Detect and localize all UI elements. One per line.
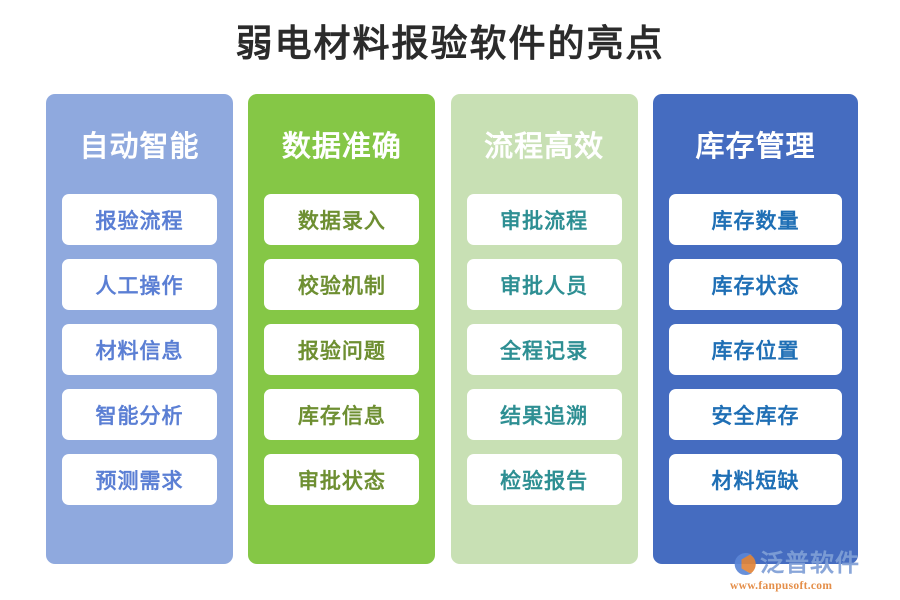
list-item[interactable]: 全程记录 [466,324,622,375]
column-items-automation: 报验流程 人工操作 材料信息 智能分析 预测需求 [62,194,217,564]
fanpu-logo-icon [728,550,756,578]
list-item[interactable]: 智能分析 [62,389,217,440]
list-item[interactable]: 校验机制 [264,259,420,310]
column-header-data-accuracy: 数据准确 [281,131,402,163]
watermark-url: www.fanpusoft.com [730,580,833,592]
list-item[interactable]: 结果追溯 [466,389,622,440]
column-items-data-accuracy: 数据录入 校验机制 报验问题 库存信息 审批状态 [264,194,420,564]
list-item[interactable]: 库存数量 [668,194,842,245]
page-title: 弱电材料报验软件的亮点 [235,24,665,65]
list-item[interactable]: 数据录入 [264,194,420,245]
list-item[interactable]: 材料短缺 [668,454,842,505]
list-item[interactable]: 审批状态 [264,454,420,505]
column-header-automation: 自动智能 [79,131,200,163]
list-item[interactable]: 库存状态 [668,259,842,310]
feature-column-process-efficiency: 流程高效 审批流程 审批人员 全程记录 结果追溯 检验报告 [450,94,638,564]
feature-column-inventory-management: 库存管理 库存数量 库存状态 库存位置 安全库存 材料短缺 [652,94,858,564]
list-item[interactable]: 安全库存 [668,389,842,440]
list-item[interactable]: 材料信息 [62,324,217,375]
column-items-inventory-management: 库存数量 库存状态 库存位置 安全库存 材料短缺 [668,194,842,564]
watermark: 泛普软件 www.fanpusoft.com [728,536,888,592]
list-item[interactable]: 库存信息 [264,389,420,440]
watermark-brand-row: 泛普软件 [728,550,860,578]
feature-columns: 自动智能 报验流程 人工操作 材料信息 智能分析 预测需求 数据准确 数据录入 … [46,94,858,564]
list-item[interactable]: 审批人员 [466,259,622,310]
column-items-process-efficiency: 审批流程 审批人员 全程记录 结果追溯 检验报告 [466,194,622,564]
feature-column-data-accuracy: 数据准确 数据录入 校验机制 报验问题 库存信息 审批状态 [248,94,436,564]
column-header-inventory-management: 库存管理 [695,131,816,163]
list-item[interactable]: 审批流程 [466,194,622,245]
feature-column-automation: 自动智能 报验流程 人工操作 材料信息 智能分析 预测需求 [46,94,233,564]
list-item[interactable]: 预测需求 [62,454,217,505]
watermark-brand-text: 泛普软件 [760,551,860,577]
list-item[interactable]: 人工操作 [62,259,217,310]
list-item[interactable]: 报验流程 [62,194,217,245]
list-item[interactable]: 库存位置 [668,324,842,375]
list-item[interactable]: 报验问题 [264,324,420,375]
list-item[interactable]: 检验报告 [466,454,622,505]
column-header-process-efficiency: 流程高效 [484,131,605,163]
